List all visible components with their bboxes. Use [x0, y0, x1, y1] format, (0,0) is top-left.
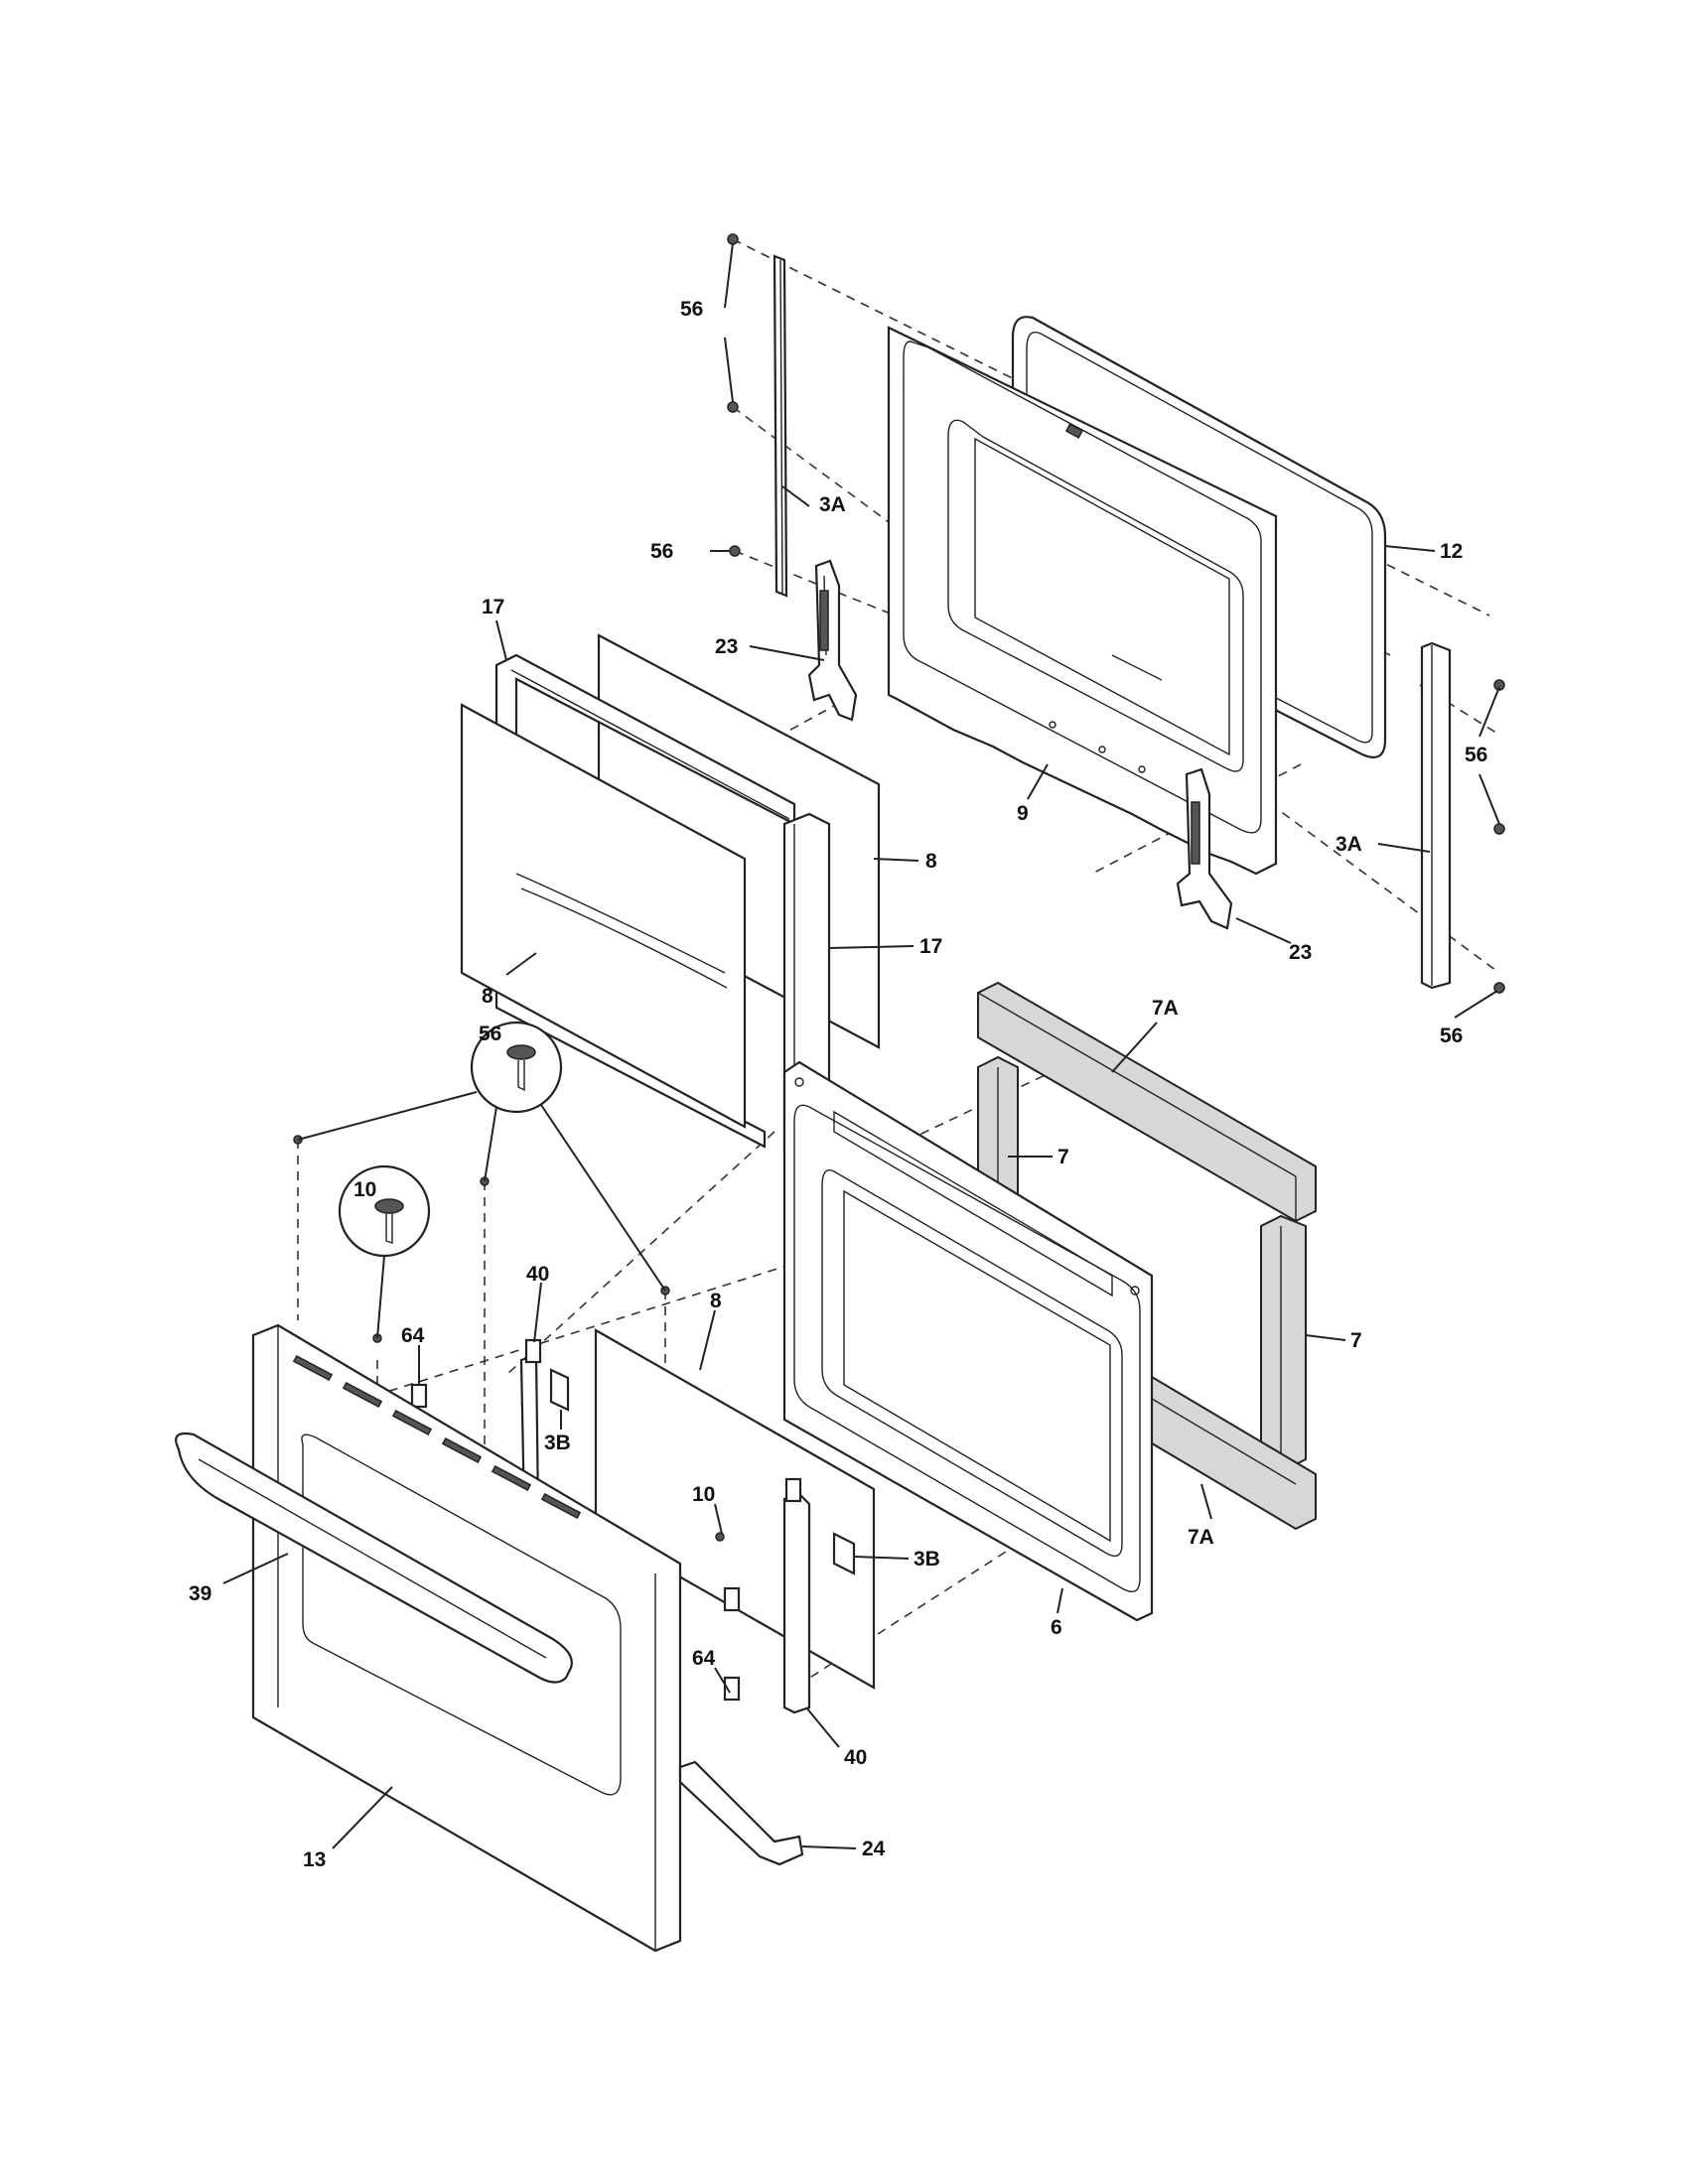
label-7A: 7A: [1188, 1526, 1214, 1549]
spacer-64-upper: [410, 1383, 428, 1409]
vent-slots: [292, 1354, 582, 1520]
label-3B: 3B: [544, 1432, 571, 1454]
label-3B: 3B: [914, 1548, 940, 1570]
callout-56: [297, 1021, 666, 1292]
inner-door-frame-9: [887, 326, 1278, 876]
hinge-23-lower: [1176, 767, 1233, 930]
insulation-7A-top: [977, 981, 1317, 1223]
label-8: 8: [482, 985, 493, 1008]
leader-lines: [222, 242, 1500, 1849]
label-17: 17: [482, 596, 504, 618]
label-10-callout: 10: [353, 1178, 376, 1201]
label-23: 23: [715, 635, 738, 658]
handle-39: [175, 1432, 573, 1684]
part-labels: 56 3A 56 12 23 17 9 8 17 23 56 3A 56 8 7…: [189, 298, 1487, 1871]
label-6: 6: [1051, 1616, 1062, 1639]
label-56-callout: 56: [479, 1023, 501, 1045]
label-64: 64: [401, 1324, 425, 1347]
clip-3B-upper: [549, 1368, 570, 1412]
inner-door-panel-6: [782, 1060, 1154, 1622]
hinge-receiver-24: [678, 1760, 804, 1866]
clip-3B-lower: [832, 1532, 856, 1575]
label-7A: 7A: [1152, 997, 1179, 1020]
label-9: 9: [1017, 802, 1029, 825]
label-56: 56: [650, 540, 673, 563]
label-3A: 3A: [1336, 833, 1362, 856]
side-rail-3A-right: [1420, 641, 1452, 990]
label-56: 56: [1465, 744, 1487, 766]
side-rail-3A-left: [773, 254, 788, 598]
insulation-7-lower: [1260, 1214, 1307, 1471]
label-12: 12: [1440, 540, 1463, 563]
label-7: 7: [1057, 1146, 1069, 1168]
label-64: 64: [692, 1647, 716, 1670]
bracket-40-lower: [782, 1477, 811, 1714]
label-3A: 3A: [819, 493, 846, 516]
label-23: 23: [1289, 941, 1312, 964]
label-24: 24: [862, 1838, 886, 1860]
label-7: 7: [1350, 1329, 1362, 1352]
hinge-23-upper: [807, 559, 858, 722]
label-17: 17: [919, 935, 942, 958]
screws-56-upper: [727, 233, 1505, 994]
glass-panel-8-upper-front: [460, 703, 747, 1129]
label-8: 8: [925, 850, 937, 873]
label-10: 10: [692, 1483, 715, 1506]
callout-10: [338, 1164, 431, 1339]
spacer-64-lower: [723, 1586, 741, 1702]
label-39: 39: [189, 1582, 211, 1605]
label-40: 40: [526, 1263, 549, 1286]
label-40: 40: [844, 1746, 867, 1769]
label-56: 56: [1440, 1024, 1463, 1047]
label-8: 8: [710, 1290, 722, 1312]
label-13: 13: [303, 1848, 326, 1871]
label-56: 56: [680, 298, 703, 321]
